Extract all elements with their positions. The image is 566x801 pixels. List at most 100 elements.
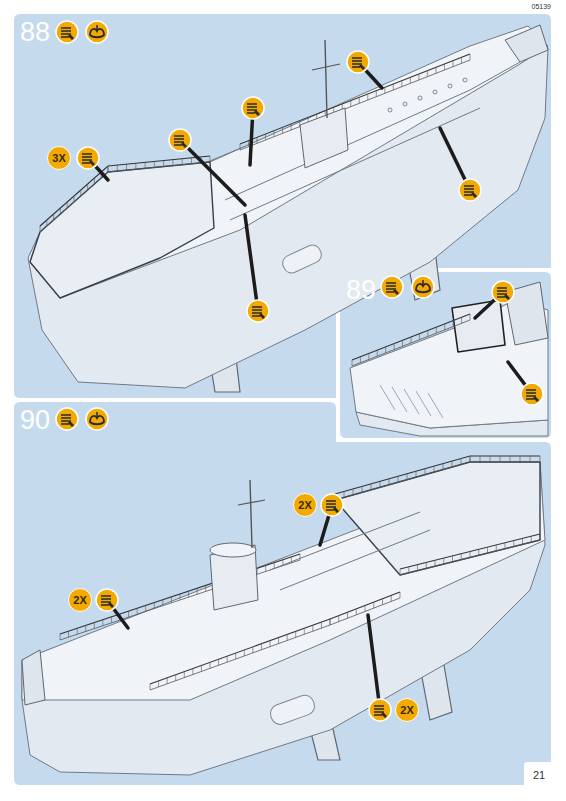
step-panel: 89 (340, 272, 551, 438)
railing-post (391, 595, 392, 601)
deck-fitting (448, 84, 452, 88)
railing-post (531, 536, 532, 542)
railing-post (452, 556, 453, 562)
step-number: 88 (20, 17, 50, 47)
railing-post (158, 681, 159, 687)
railing-post (418, 74, 419, 80)
deck-fitting (433, 90, 437, 94)
panel-background (14, 402, 551, 785)
paint-icon (86, 408, 108, 430)
glue-icon (492, 281, 514, 303)
glue-icon (247, 300, 269, 322)
railing-post (367, 94, 368, 100)
quantity-badge: 3X (47, 146, 71, 170)
railing-post (408, 567, 409, 573)
document-number: 05139 (532, 3, 551, 10)
railing-post (435, 560, 436, 566)
quantity-mark: 2X (73, 594, 86, 606)
railing-post (401, 81, 402, 87)
railing-post (300, 554, 301, 560)
railing-post (287, 634, 288, 640)
railing-post (261, 644, 262, 650)
railing-post (461, 317, 462, 323)
railing-post (470, 314, 471, 320)
glue-icon (169, 129, 191, 151)
railing-post (540, 534, 541, 540)
paint-icon (86, 21, 108, 43)
page-number-box (524, 762, 554, 788)
panel-background (14, 14, 551, 398)
railing-post (443, 558, 444, 564)
railing-post (210, 662, 211, 668)
panel-background (14, 402, 551, 785)
railing-post (218, 659, 219, 665)
railing-post (150, 684, 151, 690)
keel-plate (268, 693, 317, 727)
railing-post (365, 606, 366, 612)
railing-post (400, 592, 401, 598)
railing-post (505, 543, 506, 549)
railing-post (201, 665, 202, 671)
glue-icon (96, 589, 118, 611)
quantity-badge: 2X (68, 588, 92, 612)
glue-icon (347, 51, 369, 73)
railing (150, 592, 400, 684)
quantity-mark: 2X (400, 704, 413, 716)
glue-icon (56, 21, 78, 43)
leader-line (245, 215, 258, 311)
railing-post (278, 638, 279, 644)
railing-post (347, 612, 348, 618)
railing (150, 598, 400, 690)
step-number: 90 (20, 405, 50, 435)
panel-background (340, 272, 551, 438)
railing-post (376, 91, 377, 97)
railing-post (184, 672, 185, 678)
railing-post (470, 54, 471, 60)
railing-post (192, 669, 193, 675)
railing-post (167, 678, 168, 684)
railing-post (244, 650, 245, 656)
quantity-mark: 3X (52, 152, 65, 164)
glue-icon (369, 699, 391, 721)
step-panel: 902X2X2X (14, 402, 551, 785)
railing-post (350, 101, 351, 107)
railing-post (252, 647, 253, 653)
glue-icon (321, 494, 343, 516)
railing-post (265, 565, 266, 571)
railing-post (470, 552, 471, 558)
railing-post (384, 87, 385, 93)
railing-post (478, 549, 479, 555)
railing-post (417, 565, 418, 571)
glue-icon (242, 97, 264, 119)
railing-post (400, 569, 401, 575)
railing-post (312, 625, 313, 631)
deck-plank (428, 393, 443, 418)
railing-post (444, 64, 445, 70)
railing-post (175, 675, 176, 681)
leader-line (368, 615, 380, 710)
deck-fitting (418, 96, 422, 100)
railing-post (338, 616, 339, 622)
railing-post (427, 71, 428, 77)
railing-post (274, 563, 275, 569)
bow-ramp (22, 650, 45, 705)
railing-post (330, 619, 331, 625)
railing-post (487, 547, 488, 553)
keel-plate (280, 242, 324, 275)
glue-icon (381, 276, 403, 298)
railing-post (373, 602, 374, 608)
railing (400, 534, 540, 569)
railing-post (461, 57, 462, 63)
railing-post (359, 97, 360, 103)
railing-post (513, 541, 514, 547)
railing (400, 540, 540, 575)
railing-post (426, 562, 427, 568)
step-panel: 88 3X (14, 14, 551, 398)
railing-post (496, 545, 497, 551)
quantity-badge: 2X (395, 698, 419, 722)
page-number: 21 (533, 769, 545, 781)
glue-icon (459, 179, 481, 201)
railing-post (410, 77, 411, 83)
railing-post (295, 631, 296, 637)
deck-fitting (388, 108, 392, 112)
